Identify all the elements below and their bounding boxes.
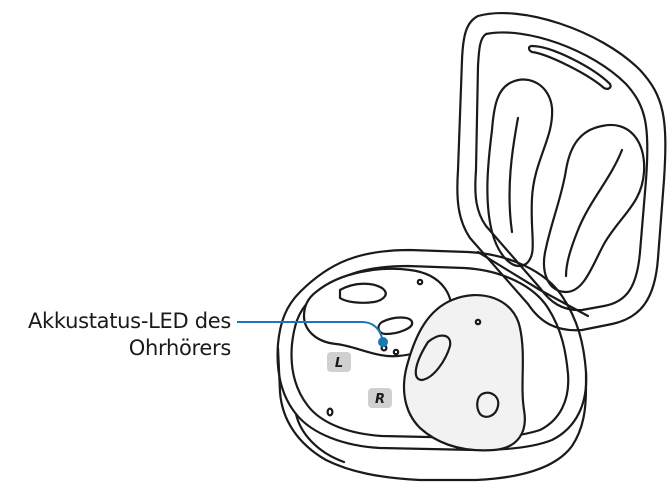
earbud-marker-right: R	[375, 392, 385, 407]
lid-cavity-right-inner	[566, 150, 622, 276]
earbud-marker-left: L	[335, 356, 343, 371]
charging-port-hole	[328, 409, 333, 416]
lid-inner-rim	[475, 32, 647, 310]
led-callout-line2: Ohrhörers	[28, 335, 231, 362]
lid-slot	[529, 46, 611, 89]
lid-cavity-left-inner	[510, 118, 518, 232]
led-callout-label: Akkustatus-LED des Ohrhörers	[28, 308, 231, 362]
lid-cavity-right	[544, 125, 644, 292]
led-callout-dot	[378, 337, 388, 347]
case-lid	[457, 13, 665, 330]
led-callout-line1: Akkustatus-LED des	[28, 308, 231, 335]
